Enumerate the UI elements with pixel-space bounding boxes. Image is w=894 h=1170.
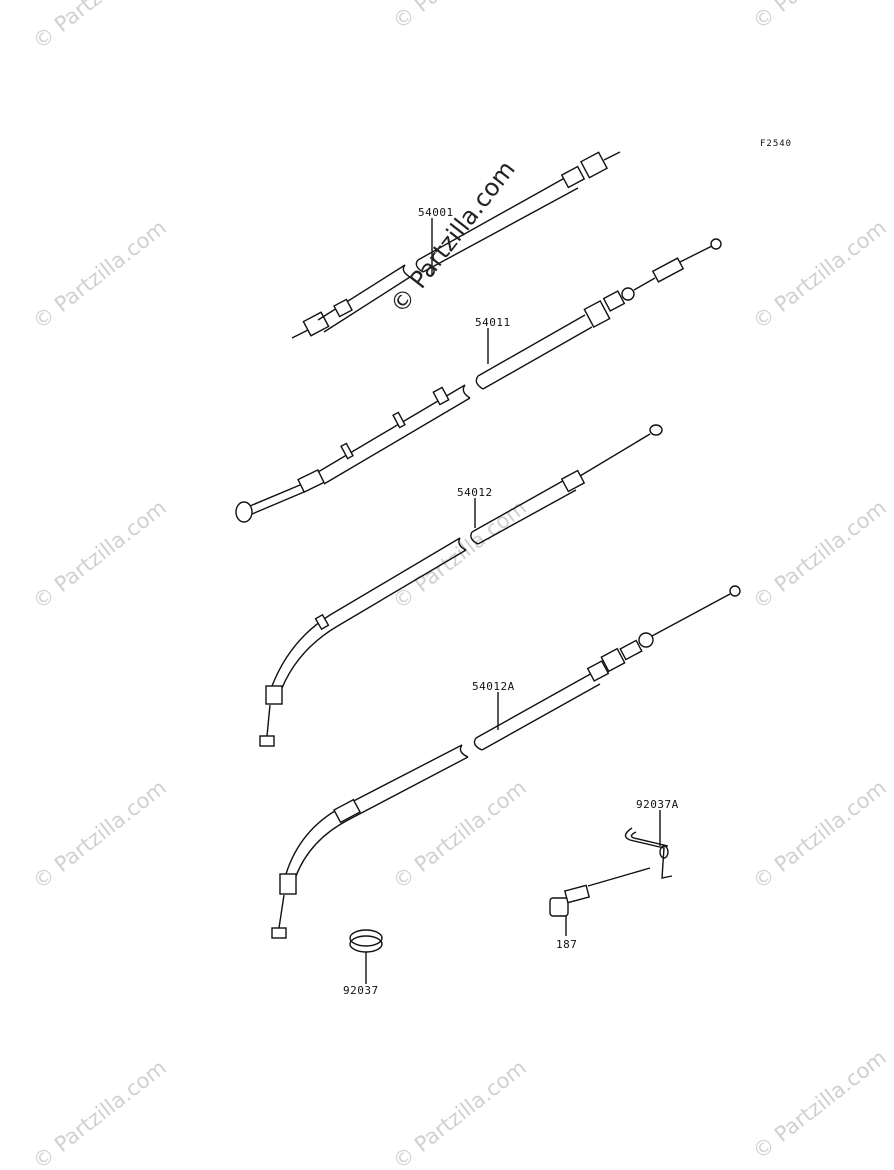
bolt-part: [549, 867, 651, 917]
part-label-187[interactable]: 187: [556, 938, 577, 951]
watermark: © Partzilla.com: [748, 1045, 890, 1164]
watermark-layer: © Partzilla.com © Partzilla.com © Partzi…: [28, 0, 890, 1170]
watermark: © Partzilla.com: [388, 1055, 530, 1170]
speedometer-cable: [291, 151, 621, 339]
watermark: © Partzilla.com: [388, 0, 530, 34]
part-label-54012[interactable]: 54012: [457, 486, 493, 499]
clamp-part: [349, 929, 383, 953]
clutch-cable: [235, 238, 722, 523]
watermark: © Partzilla.com: [28, 1055, 170, 1170]
part-label-54012a[interactable]: 54012A: [472, 680, 515, 693]
part-label-92037[interactable]: 92037: [343, 984, 379, 997]
watermark: © Partzilla.com: [28, 495, 170, 614]
throttle-cable-2: [271, 585, 741, 939]
spring-clip-part: [624, 827, 673, 879]
leader-lines: [365, 218, 661, 984]
center-watermark: © Partzilla.com: [385, 156, 521, 319]
part-label-54001[interactable]: 54001: [418, 206, 454, 219]
watermark: © Partzilla.com: [748, 495, 890, 614]
throttle-cable: [259, 424, 663, 747]
watermark: © Partzilla.com: [28, 775, 170, 894]
watermark: © Partzilla.com: [748, 215, 890, 334]
watermark: © Partzilla.com: [748, 0, 890, 34]
part-label-54011[interactable]: 54011: [475, 316, 511, 329]
watermark: © Partzilla.com: [28, 215, 170, 334]
diagram-code: F2540: [760, 139, 792, 149]
watermark: © Partzilla.com: [28, 0, 170, 54]
part-label-92037a[interactable]: 92037A: [636, 798, 679, 811]
watermark: © Partzilla.com: [388, 775, 530, 894]
watermark: © Partzilla.com: [748, 775, 890, 894]
